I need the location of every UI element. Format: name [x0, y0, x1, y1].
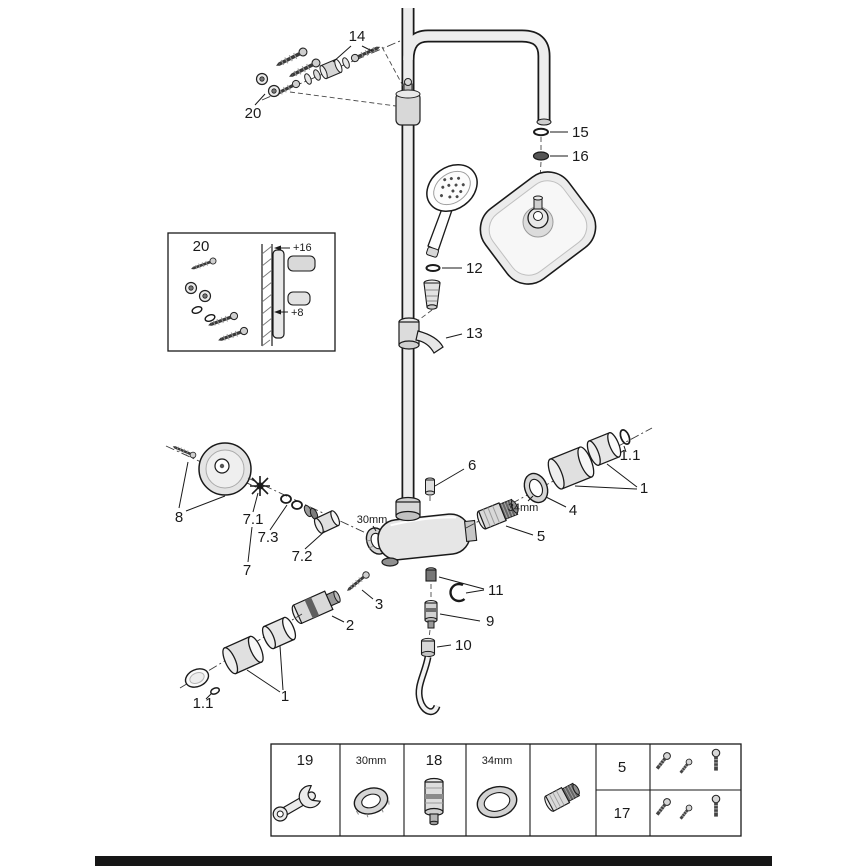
callout-1-left: 1	[281, 688, 289, 705]
installation-inset	[167, 232, 336, 352]
callout-8: 8	[175, 509, 183, 526]
wall-section	[261, 244, 273, 347]
head-shower-seals	[532, 127, 568, 197]
part-9-diverter	[424, 600, 481, 629]
part-2-cartridge	[291, 590, 345, 625]
callout-10: 10	[455, 637, 472, 654]
part-14-fastener-set	[261, 40, 404, 107]
hand-shower	[426, 164, 478, 258]
legend-cell-17: 17	[614, 805, 631, 822]
callout-15: 15	[572, 124, 589, 141]
part-5-coupling	[476, 498, 519, 530]
part-10-hose-connector	[420, 637, 452, 658]
callout-3: 3	[375, 596, 383, 613]
inset-dim-plus8: +8	[291, 307, 304, 319]
wrench-icon	[272, 785, 322, 822]
right-connection-assembly	[465, 427, 653, 536]
callout-11: 11	[488, 582, 504, 599]
head-shower	[479, 171, 597, 285]
callout-4: 4	[569, 502, 577, 519]
callout-12: 12	[466, 260, 483, 277]
callout-1-1-left: 1.1	[193, 695, 214, 712]
callout-7: 7	[243, 562, 251, 579]
inset-dim-plus16: +16	[293, 242, 312, 254]
cartridge-icon	[424, 777, 444, 826]
callout-2: 2	[346, 617, 354, 634]
part-20-fastener-set	[254, 44, 324, 106]
inset-title-20: 20	[193, 238, 210, 255]
label-30mm: 30mm	[357, 514, 388, 526]
part-12-set	[415, 264, 462, 323]
part-1-left-escutcheons	[179, 613, 303, 700]
callout-13: 13	[466, 325, 483, 342]
legend-cell-5: 5	[618, 759, 626, 776]
callout-1-right: 1	[640, 480, 648, 497]
part-6-plug	[425, 468, 465, 502]
callout-6: 6	[468, 457, 476, 474]
callout-7-2: 7.2	[292, 548, 313, 565]
ring-34mm-icon	[476, 785, 518, 819]
coupling-icon	[544, 782, 581, 812]
part-13-shower-holder	[398, 317, 463, 354]
nut-30mm-icon	[353, 787, 390, 818]
legend-table	[270, 743, 742, 837]
callout-9: 9	[486, 613, 494, 630]
part-3-screw	[343, 568, 374, 600]
legend-cell-18: 18	[426, 752, 443, 769]
part-8-handle	[165, 442, 259, 512]
callout-7-1: 7.1	[243, 511, 264, 528]
thermostat-body	[377, 496, 478, 567]
part-12-oring	[425, 264, 441, 272]
callout-16: 16	[572, 148, 589, 165]
callout-20-top: 20	[245, 105, 262, 122]
spray-face-dots	[439, 176, 465, 199]
hand-shower-hose	[415, 656, 441, 716]
callout-14: 14	[349, 28, 366, 45]
part-7-1-clip	[250, 476, 270, 496]
label-34mm: 34mm	[508, 502, 539, 514]
part-4-ring-nut	[523, 472, 549, 504]
legend-cell-34mm: 34mm	[482, 755, 513, 767]
callout-5: 5	[537, 528, 545, 545]
callout-1-1-right: 1.1	[620, 447, 641, 464]
seal-15	[533, 127, 549, 137]
part-7-series	[247, 476, 399, 563]
callout-7-3: 7.3	[258, 529, 279, 546]
legend-cell-30mm: 30mm	[356, 755, 387, 767]
legend-cell-19: 19	[297, 752, 314, 769]
wall-union	[395, 78, 421, 126]
seal-16	[532, 151, 550, 161]
part-11-set	[425, 567, 485, 603]
bottom-divider-bar	[95, 856, 772, 866]
